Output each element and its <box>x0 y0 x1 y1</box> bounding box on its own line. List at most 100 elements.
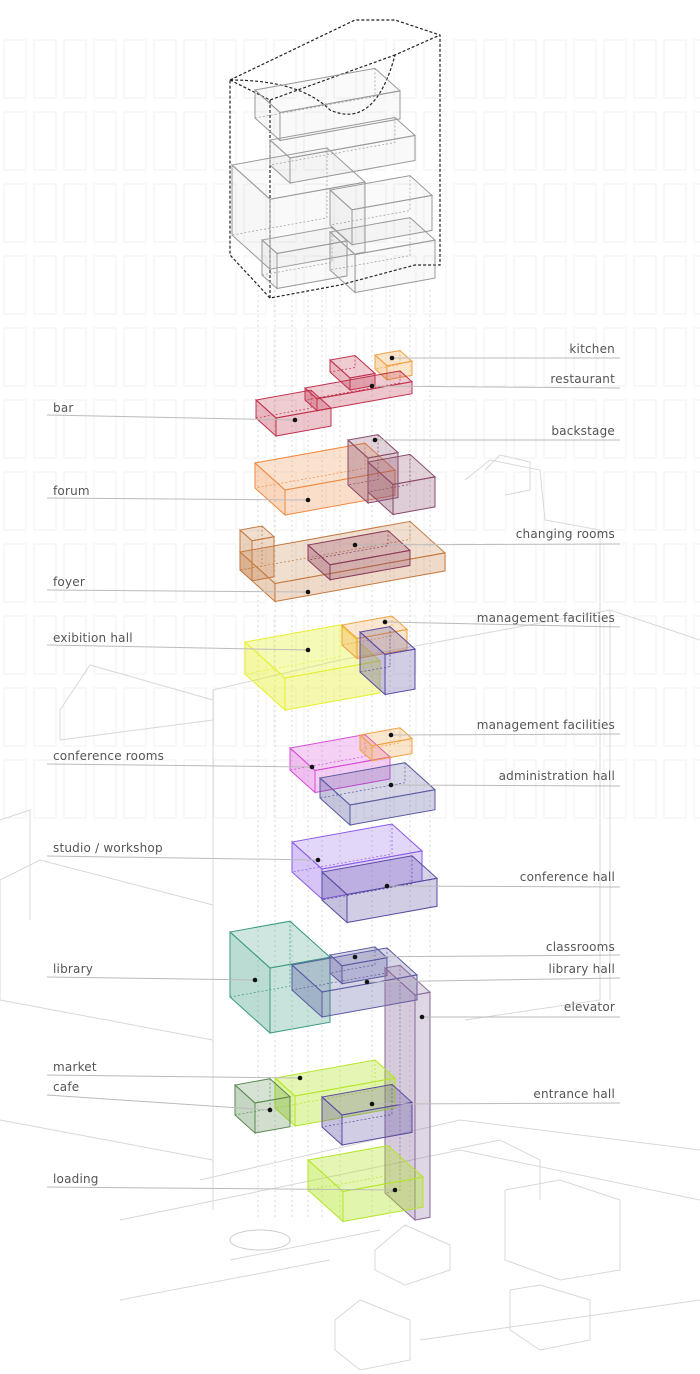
facade-window <box>243 399 267 459</box>
facade-window <box>123 183 147 243</box>
hidden-edge <box>304 370 401 401</box>
facade-window <box>603 39 627 99</box>
facade-window <box>3 687 27 747</box>
block-face <box>274 552 446 603</box>
facade-window <box>513 759 537 819</box>
facade-window <box>93 543 117 603</box>
conference-rooms-block <box>288 733 392 794</box>
hidden-edge <box>239 526 263 571</box>
hidden-edge <box>321 855 413 901</box>
facade-window <box>333 687 357 747</box>
facade-window <box>393 111 417 171</box>
facade-window <box>33 759 57 819</box>
facade-window <box>273 183 297 243</box>
hidden-edge <box>291 824 393 873</box>
hidden-edge <box>231 147 328 236</box>
facade-window <box>243 687 267 747</box>
hidden-edge <box>269 117 396 166</box>
leader-line <box>46 1186 396 1191</box>
facade-window <box>63 759 87 819</box>
hidden-edge <box>329 175 411 226</box>
facade-window <box>633 687 657 747</box>
facade-window <box>603 471 627 531</box>
hidden-edge <box>329 946 376 974</box>
facade-window <box>633 759 657 819</box>
hidden-edge <box>319 762 406 799</box>
facade-window <box>123 615 147 675</box>
leader-dot <box>267 1107 273 1113</box>
facade-window <box>33 183 57 243</box>
leader-line <box>384 621 621 628</box>
facade-window <box>243 327 267 387</box>
block-face <box>384 648 416 696</box>
leader-dot <box>305 589 311 595</box>
facade-window <box>303 687 327 747</box>
facade-window <box>663 255 687 315</box>
label-conference-hall: conference hall <box>520 870 615 884</box>
block-face <box>341 1101 413 1146</box>
label-management-facilities-1: management facilities <box>477 611 615 625</box>
leader-dot <box>389 355 395 361</box>
backstage-block <box>366 453 437 516</box>
svg-text:exibition hall: exibition hall <box>53 631 133 645</box>
facade-window <box>483 615 507 675</box>
facade-window <box>453 759 477 819</box>
label-changing-rooms: changing rooms <box>516 527 615 541</box>
leader-line <box>46 589 309 593</box>
svg-text:elevator: elevator <box>564 1000 615 1014</box>
facade-window <box>333 183 357 243</box>
hidden-edge <box>244 624 341 675</box>
facade-window <box>603 759 627 819</box>
facade-window <box>633 471 657 531</box>
facade-window <box>663 615 687 675</box>
facade-window <box>693 327 700 387</box>
facade-window <box>483 759 507 819</box>
facade-window <box>693 471 700 531</box>
block-face <box>275 407 332 437</box>
facade-window <box>693 615 700 675</box>
facade-window <box>153 759 177 819</box>
facade-window <box>603 687 627 747</box>
hidden-edge <box>341 616 393 646</box>
facade-window <box>693 543 700 603</box>
facade-window <box>483 471 507 531</box>
facade-window <box>153 615 177 675</box>
context-building-outline <box>119 1259 331 1301</box>
facade-window <box>333 399 357 459</box>
restaurant-block <box>328 354 377 392</box>
label-bar: bar <box>53 401 73 415</box>
facade-window <box>453 39 477 99</box>
facade-window <box>93 759 117 819</box>
facade-window <box>633 39 657 99</box>
block-face <box>342 1176 424 1223</box>
hidden-edge <box>229 921 291 998</box>
facade-window <box>33 39 57 99</box>
facade-window <box>33 687 57 747</box>
label-backstage: backstage <box>551 424 614 438</box>
facade-window <box>213 111 237 171</box>
facade-window <box>423 687 447 747</box>
facade-window <box>513 183 537 243</box>
hidden-edge <box>374 350 401 370</box>
label-library-hall: library hall <box>549 962 615 976</box>
facade-window <box>93 327 117 387</box>
facade-window <box>423 615 447 675</box>
facade-window <box>393 687 417 747</box>
context-feature <box>229 1229 291 1251</box>
facade-window <box>183 39 207 99</box>
leader-dot <box>352 542 358 548</box>
facade-window <box>483 255 507 315</box>
facade-window <box>3 471 27 531</box>
block-face <box>349 372 376 391</box>
loading-block <box>306 1145 425 1223</box>
hidden-edge <box>274 1060 376 1109</box>
facade-window <box>453 327 477 387</box>
leader-line <box>371 1102 621 1105</box>
context-building-outline <box>119 1149 700 1221</box>
block-face <box>254 1096 291 1134</box>
leader-line <box>354 543 621 546</box>
library-block <box>228 920 332 1035</box>
leader-dot <box>352 954 358 960</box>
facade-window <box>453 255 477 315</box>
